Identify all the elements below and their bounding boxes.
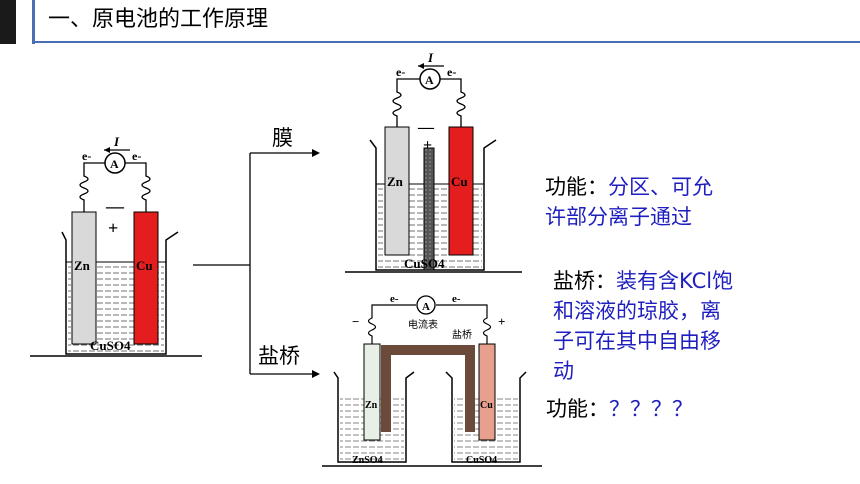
zinc-solution-label: ZnSO4 — [352, 455, 383, 466]
membrane-label: 膜 — [272, 126, 293, 150]
ammeter-caption: 电流表 — [408, 318, 438, 331]
zinc-electrode-membrane — [384, 126, 410, 256]
membrane-function-text-2: 许部分离子通过 — [545, 205, 692, 229]
copper-label-membrane: Cu — [451, 174, 468, 189]
zinc-electrode-left — [71, 211, 97, 345]
membrane-cell — [345, 63, 522, 273]
ammeter-left — [104, 152, 126, 174]
salt-bridge-tube — [381, 345, 475, 432]
membrane-function-text-1: 分区、可允 — [608, 175, 713, 199]
electron-label-bridge-a: e- — [390, 293, 399, 305]
ammeter-label-left: A — [110, 157, 119, 171]
electron-label-bridge-b: e- — [452, 293, 461, 305]
copper-electrode-membrane — [448, 126, 474, 256]
plus-sign-bridge: + — [498, 314, 505, 329]
salt-bridge-function-label: 功能： — [546, 397, 609, 421]
minus-sign-left: — — [105, 196, 125, 216]
zinc-electrode-bridge — [363, 343, 381, 441]
salt-bridge-desc-line-3: 子可在其中自由移 — [553, 329, 721, 353]
salt-bridge-desc-line-4: 动 — [553, 359, 574, 383]
copper-electrode-left — [133, 211, 159, 345]
solution-label-membrane: CuSO4 — [404, 256, 445, 271]
current-label-membrane: I — [427, 50, 434, 65]
salt-bridge-desc-line-1: 装有含KCl饱 — [616, 269, 734, 293]
ammeter-bridge — [416, 295, 436, 315]
salt-bridge-cell — [322, 295, 542, 467]
minus-sign-membrane: — — [417, 119, 435, 136]
copper-label-left: Cu — [136, 258, 153, 273]
salt-bridge-desc-line-2: 和溶液的琼胶，离 — [553, 299, 721, 323]
electron-label-left-b: e- — [132, 149, 141, 163]
solution-label-left: CuSO4 — [90, 338, 131, 353]
zinc-label-left: Zn — [74, 258, 91, 273]
slide-header: 一、原电池的工作原理 — [0, 0, 860, 44]
salt-bridge-function: 功能：？？？？ — [546, 394, 693, 424]
ammeter-membrane — [419, 68, 441, 90]
copper-label-bridge: Cu — [480, 400, 493, 411]
beaker-left — [61, 231, 179, 355]
salt-bridge-caption: 盐桥 — [452, 328, 472, 341]
wire-coil-left-a — [79, 170, 89, 212]
membrane-function-label: 功能： — [545, 175, 608, 199]
salt-bridge-desc-label: 盐桥： — [553, 269, 616, 293]
ammeter-label-membrane: A — [425, 73, 434, 87]
salt-bridge-function-text: ？？？？ — [609, 397, 693, 421]
beaker-zinc — [333, 371, 415, 463]
copper-solution-label: CuSO4 — [466, 455, 497, 466]
branch-connector — [193, 149, 320, 378]
electron-label-membrane-b: e- — [447, 65, 456, 79]
header-dark-block — [0, 0, 16, 44]
electron-label-left-a: e- — [82, 149, 91, 163]
left-cell — [30, 147, 202, 357]
minus-sign-bridge: − — [352, 314, 359, 329]
ammeter-label-bridge: A — [422, 301, 430, 313]
wire-coil-left-b — [141, 170, 151, 212]
zinc-label-bridge: Zn — [365, 400, 378, 411]
plus-sign-membrane: + — [423, 137, 432, 154]
header-underline — [32, 41, 860, 43]
zinc-label-membrane: Zn — [387, 174, 404, 189]
membrane-function: 功能：分区、可允 许部分离子通过 — [545, 172, 713, 232]
slide-title: 一、原电池的工作原理 — [48, 7, 269, 32]
current-label-left: I — [113, 134, 120, 149]
salt-bridge-label: 盐桥 — [258, 344, 300, 368]
membrane-partition — [423, 147, 435, 271]
salt-bridge-description: 盐桥：装有含KCl饱 和溶液的琼胶，离 子可在其中自由移 动 — [553, 266, 733, 386]
plus-sign-left: + — [108, 218, 118, 238]
beaker-copper — [445, 371, 527, 463]
header-accent-bar — [32, 0, 35, 44]
electron-label-membrane-a: e- — [396, 65, 405, 79]
copper-electrode-bridge — [478, 343, 496, 441]
